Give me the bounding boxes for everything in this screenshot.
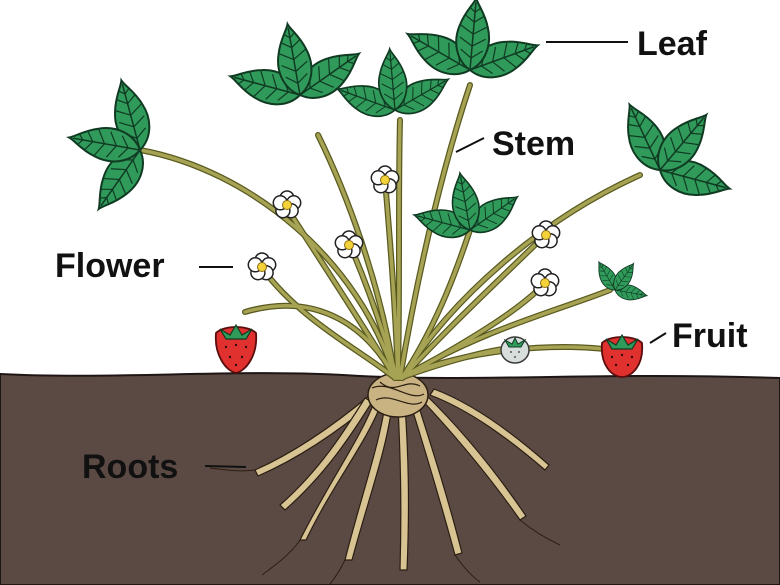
leaf-cluster-left xyxy=(57,66,168,223)
fruit-leader-line xyxy=(649,332,667,344)
stem-label: Stem xyxy=(492,125,576,163)
leaf-cluster-small-right xyxy=(585,245,661,314)
leader-lines xyxy=(199,41,667,468)
leaf-cluster-right xyxy=(595,68,761,227)
flower-label: Flower xyxy=(55,247,165,285)
leaf-cluster-top-left xyxy=(216,12,373,123)
root-hairs xyxy=(209,467,561,585)
strawberry-left xyxy=(214,323,258,374)
roots-label: Roots xyxy=(82,448,179,486)
stem-leader-line xyxy=(455,137,485,153)
leaf-cluster-top-right xyxy=(397,0,548,91)
soil xyxy=(0,372,780,585)
flower-6 xyxy=(530,268,560,297)
stems-fill xyxy=(138,83,642,380)
roots-illustration xyxy=(254,388,550,571)
flower-2 xyxy=(370,165,400,194)
flower-1 xyxy=(272,190,302,219)
flower-4 xyxy=(247,252,277,281)
fruit-label: Fruit xyxy=(672,317,748,355)
strawberry-right xyxy=(600,333,644,378)
leaf-label: Leaf xyxy=(637,25,707,63)
unripe-strawberry xyxy=(500,336,530,364)
roots-leader-line xyxy=(204,465,247,468)
